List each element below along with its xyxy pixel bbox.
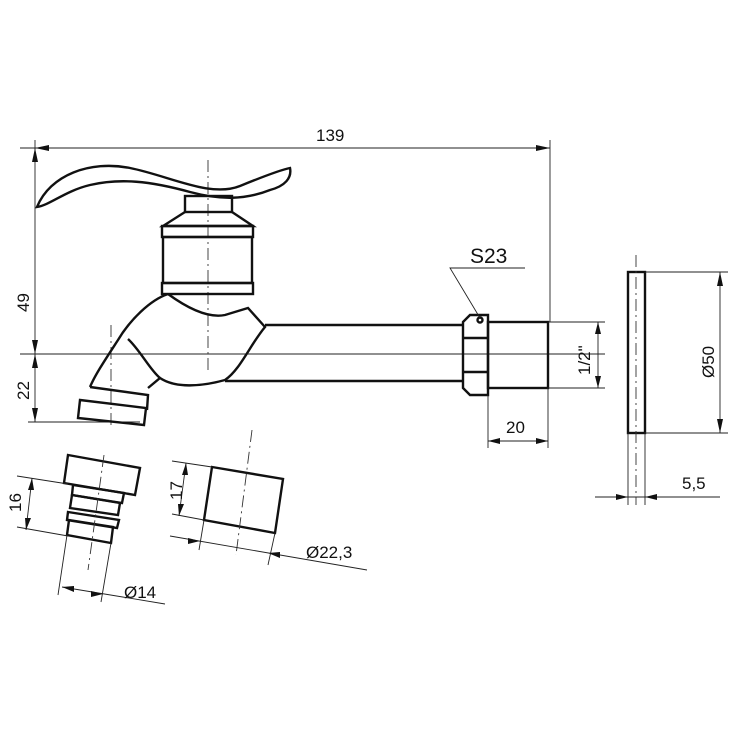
dim-label-5-5: 5,5 [682, 474, 706, 493]
dim-label-22: 22 [14, 381, 33, 400]
dim-overall-length: 139 [20, 126, 551, 322]
lever-handle [35, 164, 292, 209]
dim-label-139: 139 [316, 126, 344, 145]
dim-label-s23: S23 [470, 245, 507, 268]
thread-end [486, 320, 550, 390]
flange: Ø50 5,5 [595, 255, 728, 505]
hex-nut [461, 313, 490, 397]
tap-body [35, 164, 550, 427]
dim-label-22-3: Ø22,3 [306, 543, 352, 562]
dim-label-49: 49 [14, 293, 33, 312]
dim-thread: 1/2" [548, 321, 605, 389]
dim-heights: 49 22 [14, 140, 140, 423]
sleeve-part: 17 Ø22,3 [167, 429, 368, 571]
dim-label-20: 20 [506, 418, 525, 437]
dim-label-thread: 1/2" [575, 345, 594, 375]
dim-thread-length: 20 [487, 388, 549, 448]
dim-label-17: 17 [167, 481, 186, 500]
dim-wrench: S23 [449, 245, 525, 319]
dim-label-flange-diameter: Ø50 [699, 346, 718, 378]
dim-label-14: Ø14 [124, 583, 156, 602]
dim-label-16: 16 [6, 493, 25, 512]
aerator-part: 16 Ø14 [6, 453, 166, 605]
